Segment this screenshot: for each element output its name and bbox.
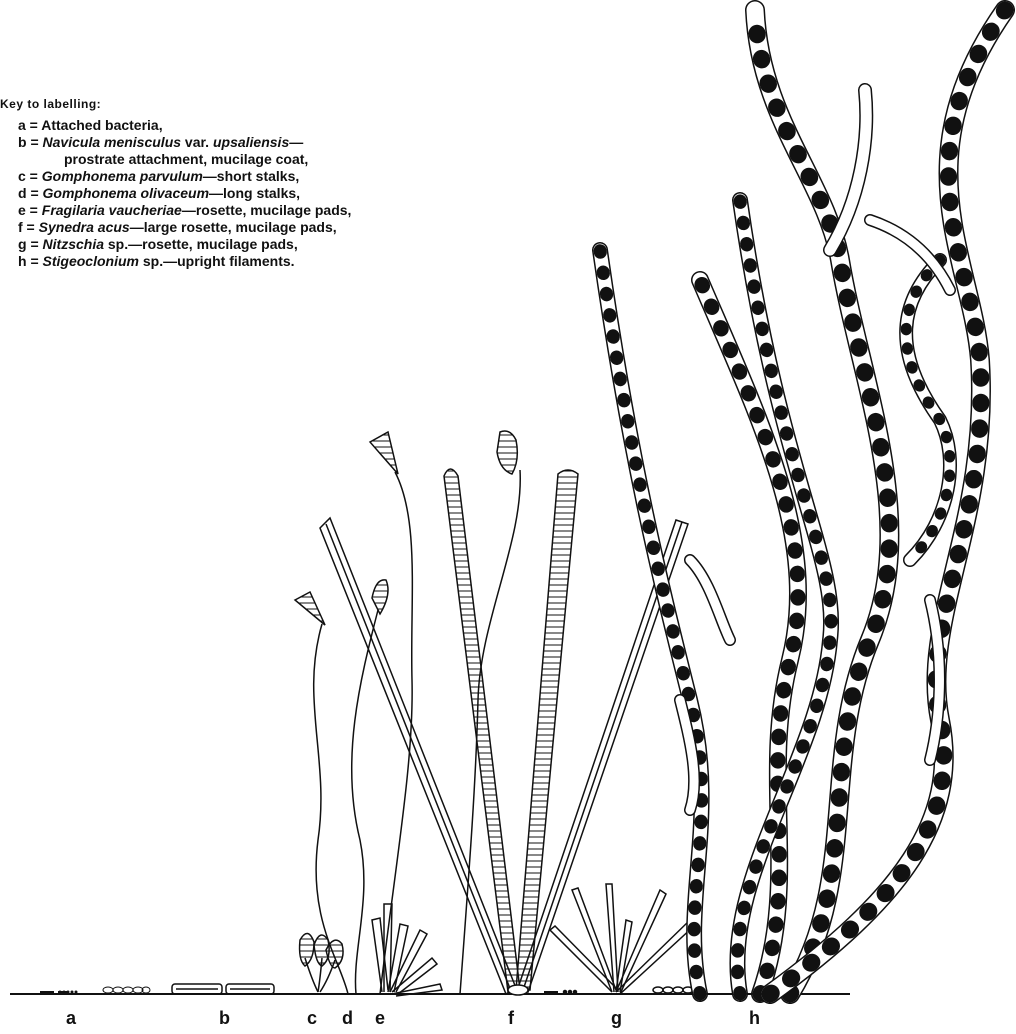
label-g: g — [611, 1008, 622, 1029]
label-h: h — [749, 1008, 760, 1029]
stigeoclonium-filaments — [600, 10, 1005, 994]
fragilaria-rosette — [372, 904, 442, 996]
label-f: f — [508, 1008, 514, 1029]
label-d: d — [342, 1008, 353, 1029]
navicula-cells — [172, 984, 274, 994]
nitzschia-rosette — [544, 884, 694, 994]
label-a: a — [66, 1008, 76, 1029]
synedra-rosette — [320, 469, 688, 995]
label-b: b — [219, 1008, 230, 1029]
attached-bacteria — [40, 987, 150, 994]
label-c: c — [307, 1008, 317, 1029]
label-e: e — [375, 1008, 385, 1029]
